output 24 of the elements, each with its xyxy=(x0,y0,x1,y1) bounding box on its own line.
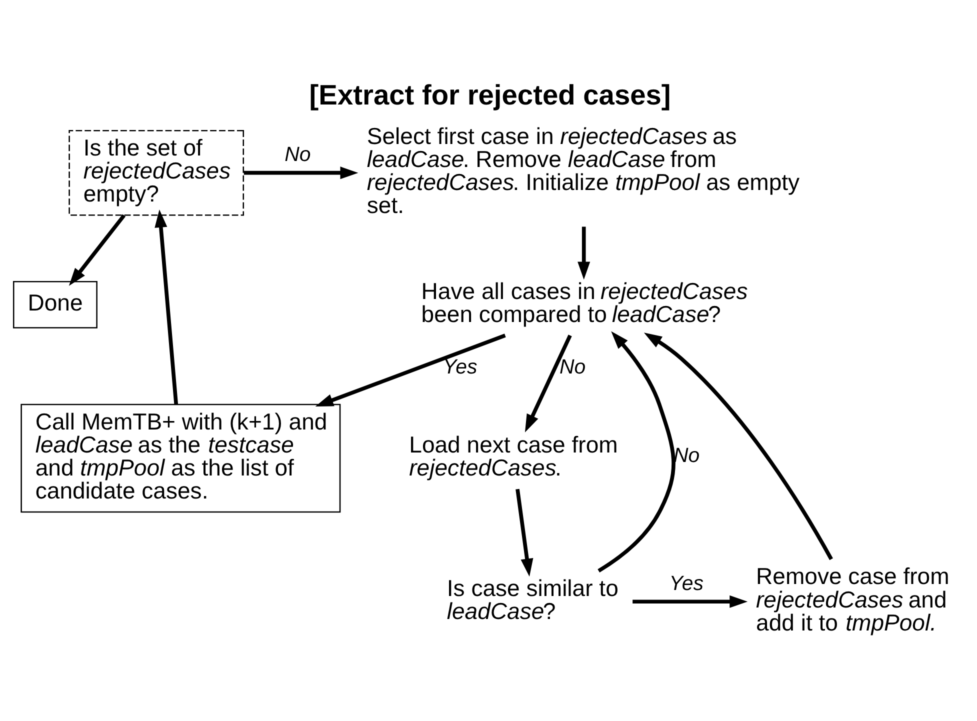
arrow xyxy=(632,594,748,608)
edge-label: No xyxy=(560,355,586,378)
arrow xyxy=(644,332,833,560)
node-text: Is case similar to leadCase? xyxy=(446,574,618,624)
diagram-title: [Extract for rejected cases] xyxy=(309,78,671,110)
arrow xyxy=(68,214,126,286)
node-text: Remove case from rejectedCases and add it to tmpPool. xyxy=(756,562,950,635)
arrow xyxy=(524,334,572,432)
arrow xyxy=(315,333,506,406)
edge-label: No xyxy=(284,142,311,166)
arrow xyxy=(154,208,178,404)
arrow xyxy=(516,488,534,576)
node-text: Select first case in rejectedCases as leadCase. Remove leadCase from rejectedCases. Initialize tmpPool as empty set. xyxy=(366,122,800,218)
edge-label: Yes xyxy=(443,355,478,378)
arrow xyxy=(244,166,358,179)
node-box: Call MemTB+ with (k+1) and leadCase as the testcase and tmpPool as the list of candidate cases. xyxy=(20,403,341,512)
node-text: Load next case from rejectedCases. xyxy=(409,430,618,480)
node-text: Have all cases in rejectedCases been compared to leadCase? xyxy=(421,277,748,326)
edge-label: No xyxy=(673,443,700,466)
edge-label: Yes xyxy=(669,571,704,594)
node-box: Is the set of rejectedCases empty? xyxy=(68,129,244,216)
arrow xyxy=(578,226,590,280)
node-box: Done xyxy=(12,280,98,328)
arrow xyxy=(598,330,676,572)
